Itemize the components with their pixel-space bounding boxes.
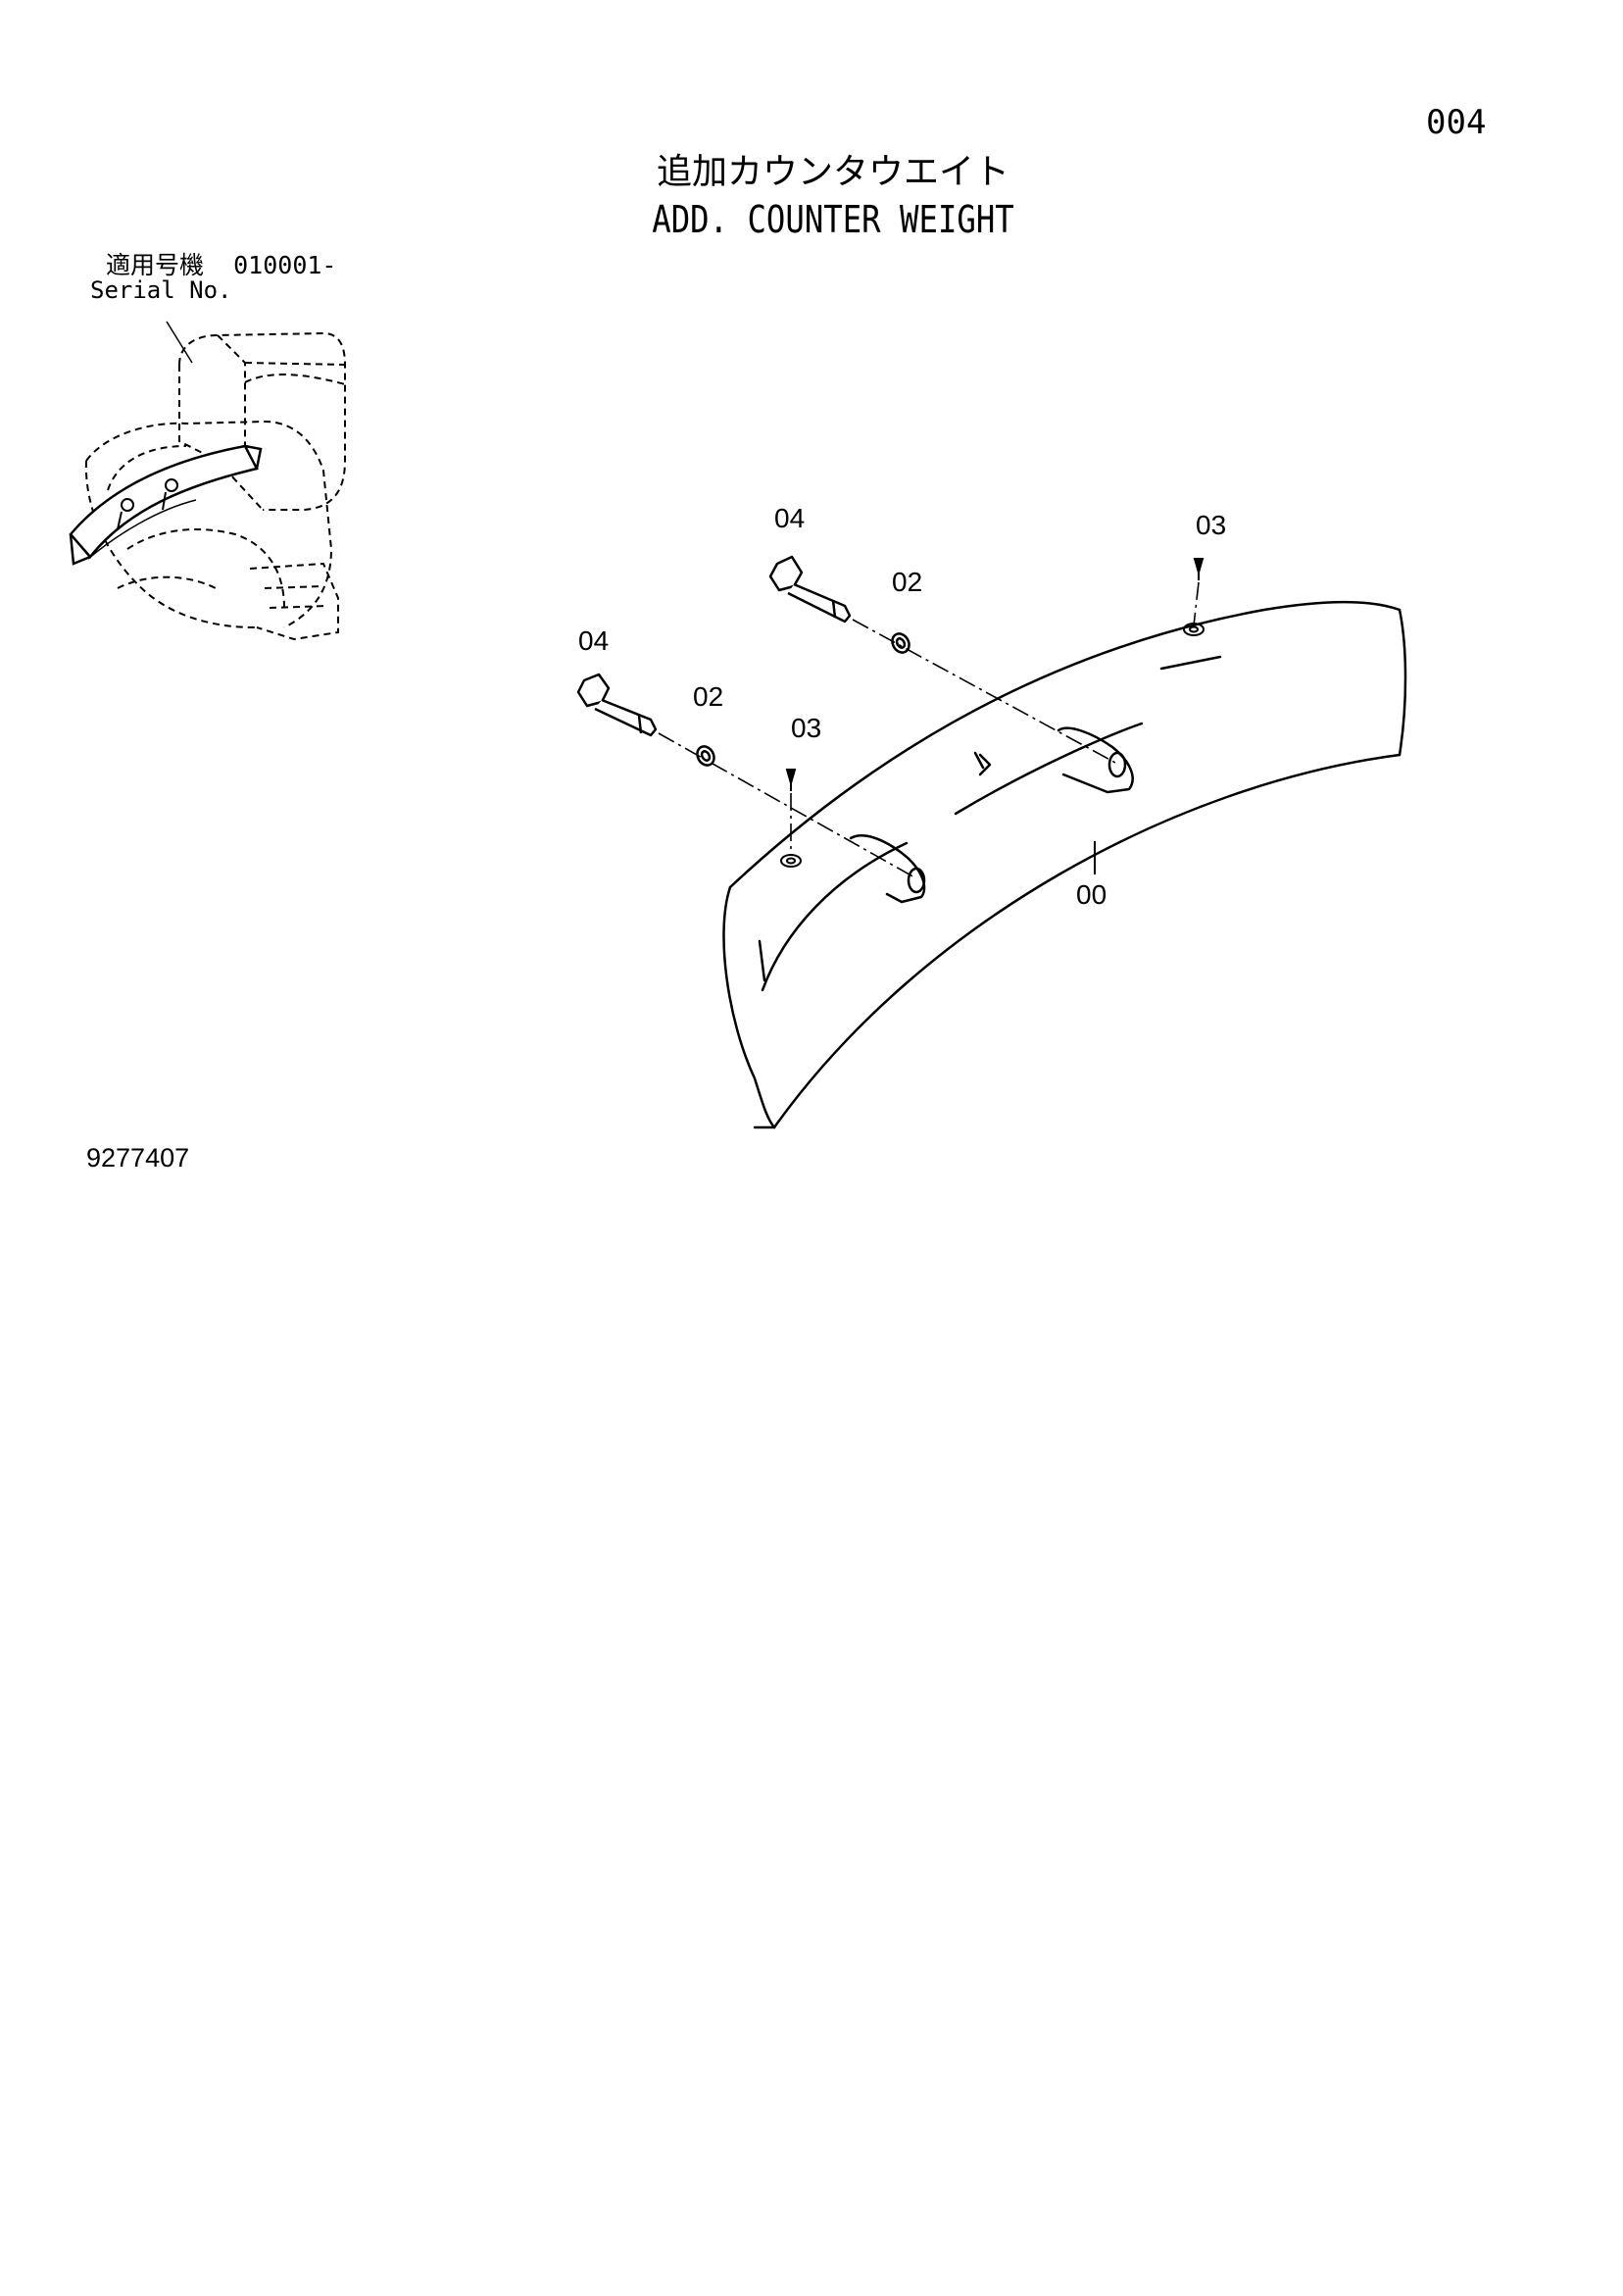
plug-seat-holes bbox=[780, 623, 1205, 868]
washer-lower bbox=[696, 745, 715, 767]
counterweight-outline bbox=[722, 600, 1407, 1129]
machine-overview-thumbnail bbox=[69, 321, 346, 641]
callout-bolt-upper: 04 bbox=[774, 503, 805, 533]
page-number: 004 bbox=[1426, 103, 1487, 142]
serial-range-line: 適用号機 010001- bbox=[106, 253, 336, 277]
drawing-number: 9277407 bbox=[86, 1143, 190, 1173]
callout-washer-lower: 02 bbox=[693, 681, 723, 712]
bolt-upper bbox=[768, 555, 852, 624]
serial-label-jp: 適用号機 bbox=[106, 251, 205, 279]
callout-plug-upper: 03 bbox=[1196, 510, 1226, 540]
title-japanese: 追加カウンタウエイト bbox=[656, 152, 1009, 192]
title-english: ADD. COUNTER WEIGHT bbox=[652, 198, 1014, 241]
callout-counterweight: 00 bbox=[1076, 879, 1107, 910]
callout-labels: 04 02 03 04 02 03 00 bbox=[578, 503, 1226, 910]
serial-label-en: Serial No. bbox=[90, 276, 232, 304]
callout-plug-lower: 03 bbox=[791, 713, 821, 743]
plug-upper bbox=[1193, 558, 1205, 580]
assembly-center-lines bbox=[658, 581, 1200, 879]
callout-washer-upper: 02 bbox=[892, 567, 922, 597]
callout-bolt-lower: 04 bbox=[578, 625, 609, 656]
bolt-lower bbox=[576, 673, 658, 737]
serial-range: 010001- bbox=[233, 251, 337, 279]
washer-upper bbox=[891, 632, 910, 654]
plug-lower bbox=[785, 769, 797, 791]
